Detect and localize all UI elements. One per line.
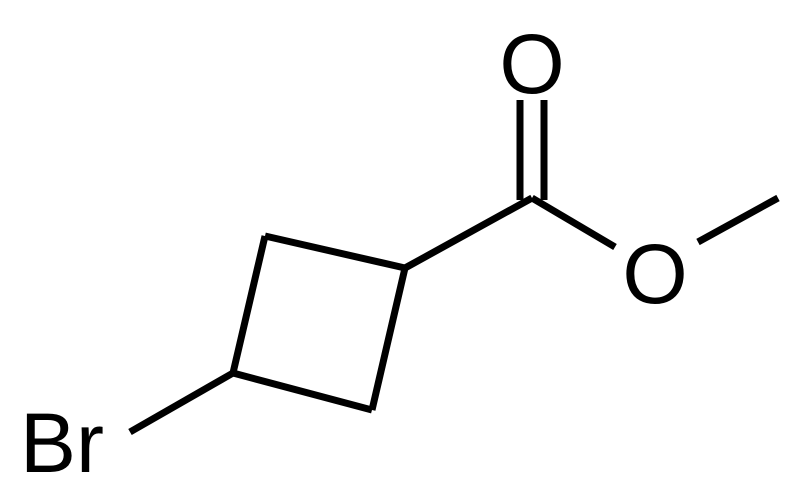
ring-bond-right: [368, 267, 409, 411]
ester-oxygen-label: O: [622, 227, 687, 321]
bromine-bond: [128, 369, 235, 436]
ring-bond-bottom: [232, 369, 373, 414]
methyl-bond: [696, 194, 780, 246]
ring-bond-left: [229, 235, 269, 374]
ring-bond-top: [264, 232, 406, 272]
ester-single-bond: [530, 194, 617, 251]
ring-to-carbonyl-bond: [403, 194, 534, 272]
carbonyl-oxygen-label: O: [499, 17, 564, 111]
bromine-label: Br: [20, 396, 104, 490]
